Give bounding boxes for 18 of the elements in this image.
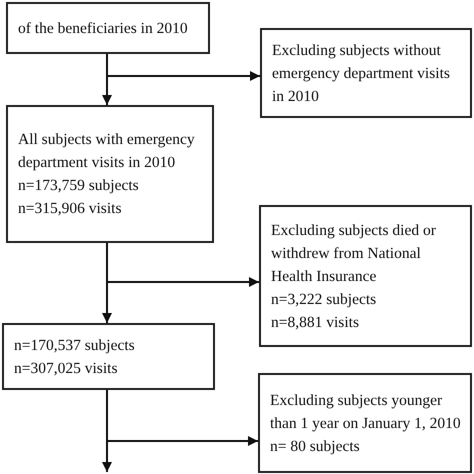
box-text: n= 80 subjects bbox=[270, 436, 361, 456]
box-text: n=315,906 visits bbox=[18, 199, 122, 219]
process-box bbox=[6, 2, 210, 54]
box-text: Excluding subjects without emergency department visits in 2010 bbox=[272, 40, 451, 106]
process-box bbox=[259, 205, 472, 347]
box-text: n=307,025 visits bbox=[14, 358, 118, 378]
arrow bbox=[106, 54, 260, 81]
arrow bbox=[102, 390, 112, 472]
box-text: n=8,881 visits bbox=[271, 312, 360, 332]
process-box bbox=[258, 373, 472, 473]
process-box bbox=[6, 105, 214, 243]
box-text: of the beneficiaries in 2010 bbox=[18, 18, 189, 38]
box-text: n=3,222 subjects bbox=[271, 290, 378, 310]
process-box bbox=[260, 28, 472, 118]
process-box bbox=[2, 323, 215, 390]
box-text: n=170,537 subjects bbox=[14, 336, 136, 356]
arrow bbox=[106, 243, 259, 287]
box-text: n=173,759 subjects bbox=[18, 176, 140, 196]
